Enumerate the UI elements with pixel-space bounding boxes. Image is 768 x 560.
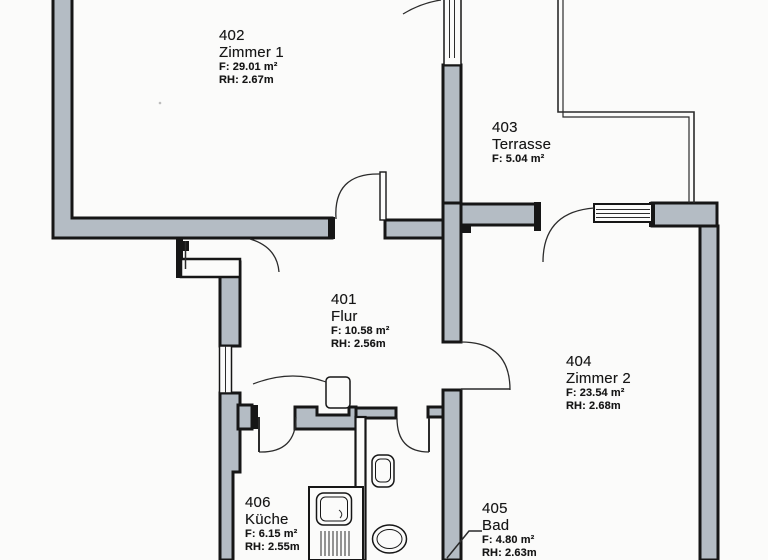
room-name: Terrasse <box>492 136 552 153</box>
room-height: RH: 2.67m <box>219 73 274 86</box>
walls <box>51 0 720 560</box>
room-number: 403 <box>492 119 518 136</box>
room-area: F: 29.01 m² <box>219 61 278 73</box>
terrasse-door <box>542 207 595 263</box>
terrace-window <box>593 203 653 223</box>
flur-step-door <box>184 238 280 273</box>
low-partition-wall <box>179 257 242 279</box>
room-number: 405 <box>482 500 508 517</box>
room-area: F: 5.04 m² <box>492 153 545 165</box>
room-number: 406 <box>245 494 271 511</box>
washbasin <box>371 524 408 554</box>
kitchen-window <box>218 345 233 394</box>
zimmer1-terrace-door <box>402 0 462 66</box>
bath-door <box>396 417 430 453</box>
room-label-405: 405 Bad F: 4.80 m² RH: 2.63m <box>482 500 537 559</box>
room-area: F: 10.58 m² <box>331 325 390 337</box>
room-label-404: 404 Zimmer 2 F: 23.54 m² RH: 2.68m <box>566 353 631 412</box>
drainer-hatch <box>320 531 350 556</box>
room-label-401: 401 Flur F: 10.58 m² RH: 2.56m <box>331 291 390 350</box>
room-name: Flur <box>331 308 358 325</box>
room-number: 404 <box>566 353 592 370</box>
room-label-403: 403 Terrasse F: 5.04 m² <box>492 119 551 166</box>
kitchen-door <box>258 416 297 453</box>
room-height: RH: 2.63m <box>482 546 537 559</box>
room-height: RH: 2.56m <box>331 337 386 350</box>
room-label-402: 402 Zimmer 1 F: 29.01 m² RH: 2.67m <box>219 27 284 86</box>
room-name: Küche <box>245 511 289 528</box>
room-label-406: 406 Küche F: 6.15 m² RH: 2.55m <box>245 494 300 553</box>
zimmer1-door <box>335 171 387 221</box>
kitchen-sink-unit <box>308 486 364 560</box>
room-area: F: 4.80 m² <box>482 534 535 546</box>
scan-artifact <box>158 101 162 105</box>
room-number: 402 <box>219 27 245 44</box>
doors <box>184 0 595 453</box>
room-height: RH: 2.55m <box>245 540 300 553</box>
room-area: F: 6.15 m² <box>245 528 298 540</box>
room-name: Bad <box>482 517 510 534</box>
zimmer2-door <box>460 341 511 391</box>
room-name: Zimmer 2 <box>566 370 631 387</box>
room-area: F: 23.54 m² <box>566 387 625 399</box>
room-name: Zimmer 1 <box>219 44 284 61</box>
room-number: 401 <box>331 291 357 308</box>
terrace-railing <box>557 0 695 203</box>
toilet <box>371 454 395 488</box>
room-height: RH: 2.68m <box>566 399 621 412</box>
entry-door <box>252 375 351 409</box>
bad-leader-line <box>446 530 482 559</box>
